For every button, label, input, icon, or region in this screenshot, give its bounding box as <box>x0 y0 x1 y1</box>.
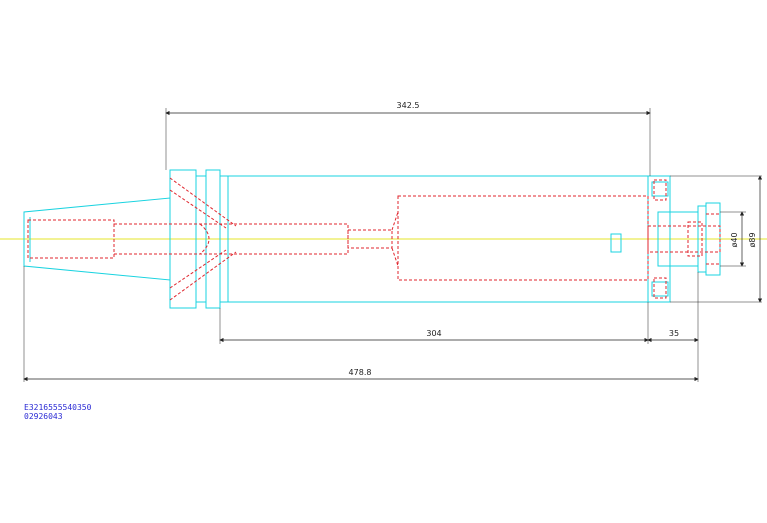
dim-total-length: 478.8 <box>349 368 372 377</box>
dim-body-length: 304 <box>426 329 441 338</box>
dimension-lines <box>23 110 763 382</box>
hidden-features <box>27 177 721 301</box>
extension-lines <box>23 108 762 382</box>
dim-overall-length: 342.5 <box>397 101 420 110</box>
dim-diameter-large: ø89 <box>748 232 757 247</box>
flange <box>169 169 229 309</box>
dim-end-length: 35 <box>669 329 679 338</box>
key-slot <box>610 233 622 253</box>
article-code: E3216555540350 <box>24 403 92 412</box>
serial-code: 02926043 <box>24 412 63 421</box>
dim-diameter-small: ø40 <box>730 232 739 247</box>
